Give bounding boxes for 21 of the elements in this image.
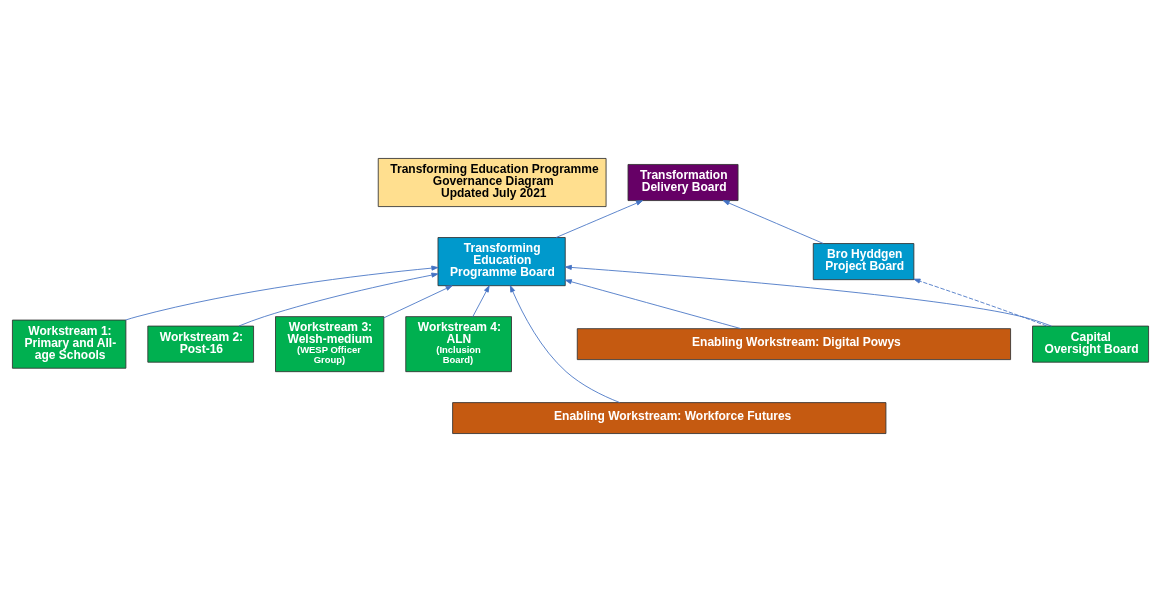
node-box: Workstream 4: ALN (Inclusion Board) [405, 315, 512, 372]
node-box: Enabling Workstream: Digital Powys [576, 327, 1011, 360]
arrow [238, 272, 439, 326]
node-box: Workstream 2: Post-16 [147, 325, 254, 363]
node-box: Enabling Workstream: Workforce Futures [452, 401, 887, 434]
node-box: Capital Oversight Board [1032, 325, 1149, 363]
node-box: Workstream 3: Welsh-medium (WESP Officer Group) [275, 315, 385, 372]
arrow [383, 284, 453, 318]
arrow [472, 284, 490, 317]
node-box: Bro Hyddgen Project Board [812, 242, 915, 280]
node-box: Transforming Education Programme Governance Diagram Updated July 2021 [377, 157, 607, 207]
arrow [125, 265, 439, 320]
arrow [564, 278, 742, 329]
arrow [913, 278, 1048, 326]
arrow [555, 199, 643, 238]
node-box: Transforming Education Programme Board [437, 236, 566, 286]
arrow [722, 199, 824, 244]
arrow [509, 284, 621, 403]
node-box: Workstream 1: Primary and All-age Schools [12, 319, 127, 369]
node-box: Transformation Delivery Board [627, 163, 739, 201]
arrow [564, 264, 1052, 326]
